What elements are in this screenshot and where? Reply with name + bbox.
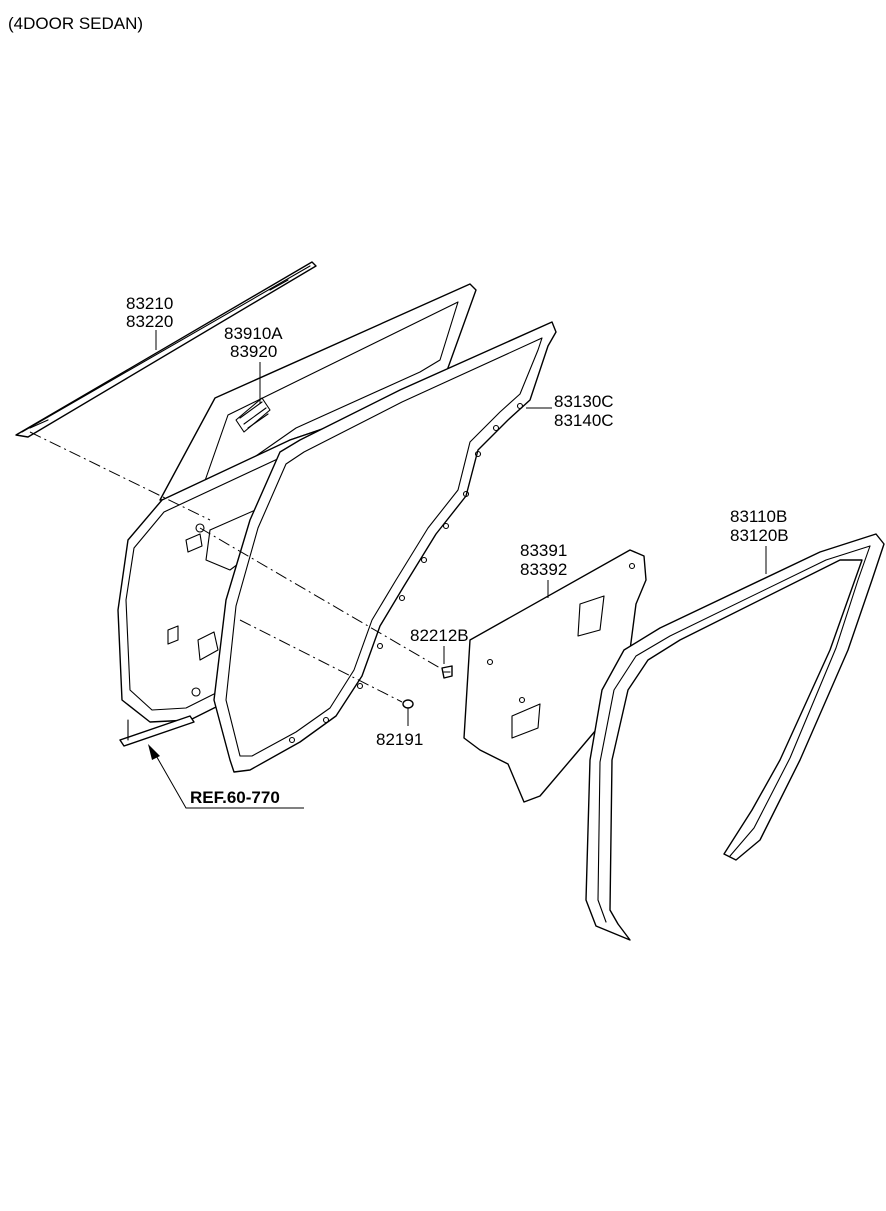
label-83120b: 83120B xyxy=(730,526,789,545)
label-83210: 83210 xyxy=(126,294,173,313)
assembly-line-belt xyxy=(29,431,211,521)
door-seal xyxy=(213,321,557,773)
delta-cover-shape xyxy=(235,397,271,433)
label-83140c: 83140C xyxy=(554,411,614,430)
assembly-line-plug xyxy=(239,619,403,703)
reference-arrowhead xyxy=(148,744,160,760)
label-82191: 82191 xyxy=(376,730,423,749)
belt-molding xyxy=(15,261,317,438)
film-cutout-lower xyxy=(511,703,541,739)
diagram-title: (4DOOR SEDAN) xyxy=(8,14,143,33)
clip-82212b xyxy=(441,665,453,679)
label-82212b: 82212B xyxy=(410,626,469,645)
plug-82191 xyxy=(402,699,414,709)
label-83920: 83920 xyxy=(230,342,277,361)
reference-leader xyxy=(153,751,304,809)
film-cutout-upper xyxy=(577,595,605,637)
label-83220: 83220 xyxy=(126,312,173,331)
assembly-line-clip xyxy=(199,527,441,669)
label-ref-60-770: REF.60-770 xyxy=(190,788,280,807)
label-83910a: 83910A xyxy=(224,324,283,343)
label-83110b: 83110B xyxy=(730,507,787,526)
window-channel xyxy=(585,533,885,941)
label-83391: 83391 xyxy=(520,541,567,560)
label-83392: 83392 xyxy=(520,560,567,579)
label-83130c: 83130C xyxy=(554,392,614,411)
